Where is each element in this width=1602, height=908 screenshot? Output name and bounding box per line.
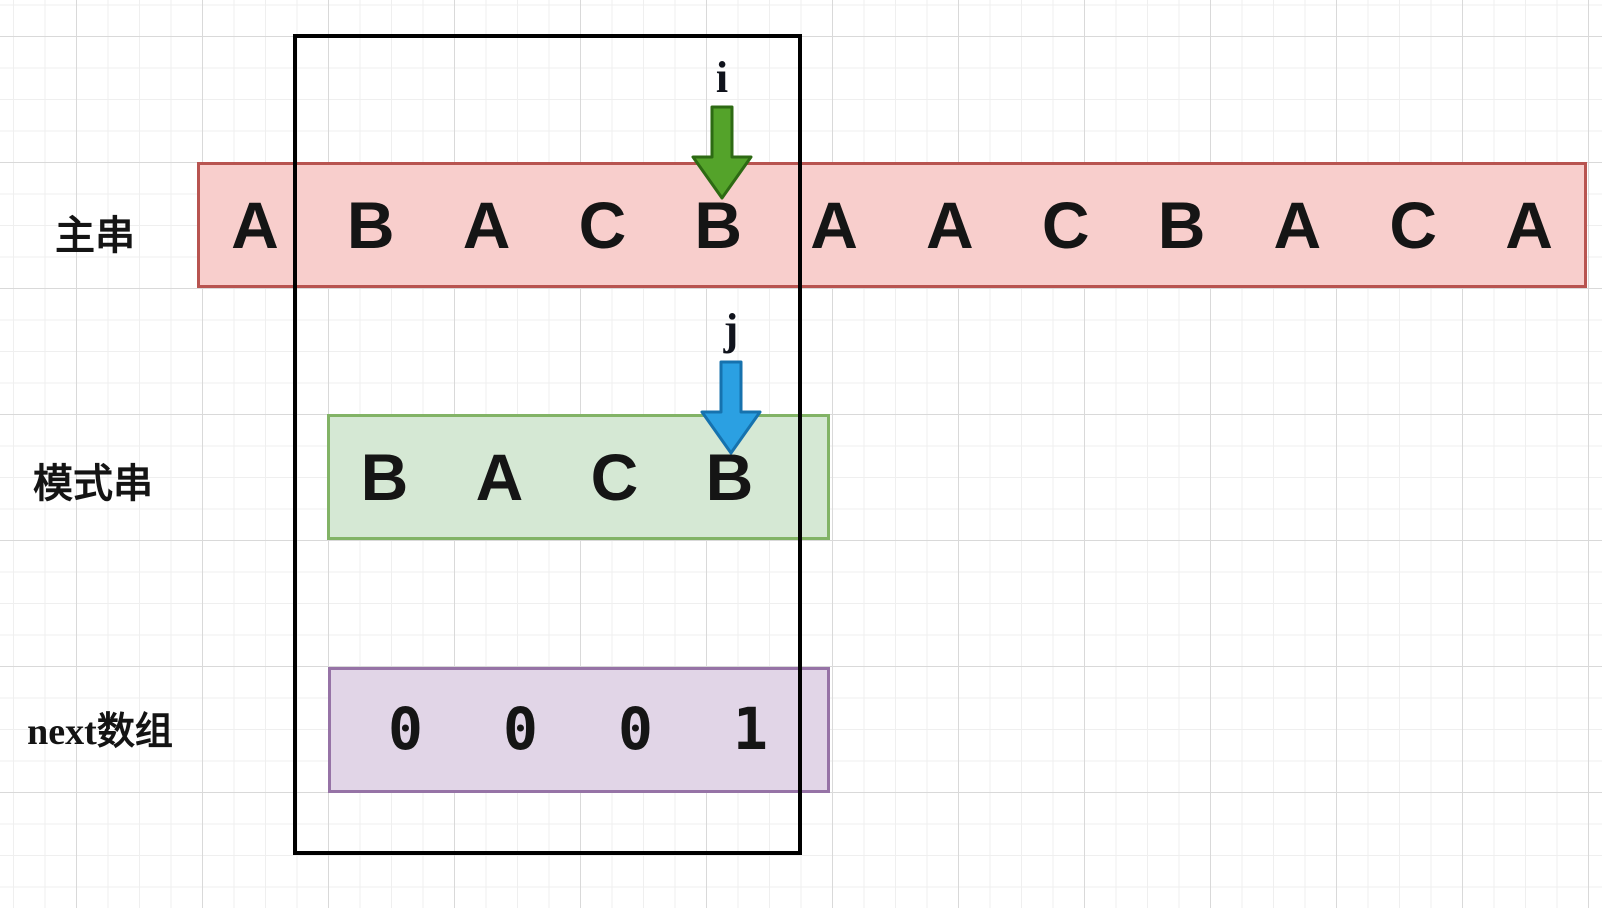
pattern-string-cell: B [360,440,409,514]
pattern-string-cell: C [590,440,639,514]
main-string-cell: A [462,188,511,262]
main-string-cell: B [346,188,395,262]
j-pointer-arrow-icon [700,360,762,455]
pattern-string-label: 模式串 [33,461,153,506]
next-array-label: next数组 [27,711,173,753]
i-pointer-arrow-icon [691,105,753,200]
main-string-cell: A [926,188,974,262]
main-string-cell: B [1157,188,1206,262]
next-array-cell: 0 [618,694,653,763]
main-string-cell: C [578,188,627,262]
main-string-cell: A [1273,188,1322,262]
main-string-cell: A [810,188,858,262]
main-string-cell: B [694,188,743,262]
main-string-cell: A [1505,188,1553,262]
main-string-band [197,162,1587,288]
main-string-cell: C [1041,188,1090,262]
main-string-cell: C [1389,188,1438,262]
pattern-string-band [327,414,830,540]
next-array-band [328,667,830,793]
next-array-row: 0 0 0 1 [348,667,808,790]
main-string-cell: A [231,188,279,262]
pointer-i-label: i [715,53,729,102]
main-string-label: 主串 [55,213,135,258]
next-array-cell: 1 [733,694,768,763]
scan-window-frame [293,34,802,855]
pointer-j-label: j [723,305,739,354]
next-array-cell: 0 [503,694,538,763]
next-array-cell: 0 [388,694,423,763]
pattern-string-cell: A [475,440,524,514]
